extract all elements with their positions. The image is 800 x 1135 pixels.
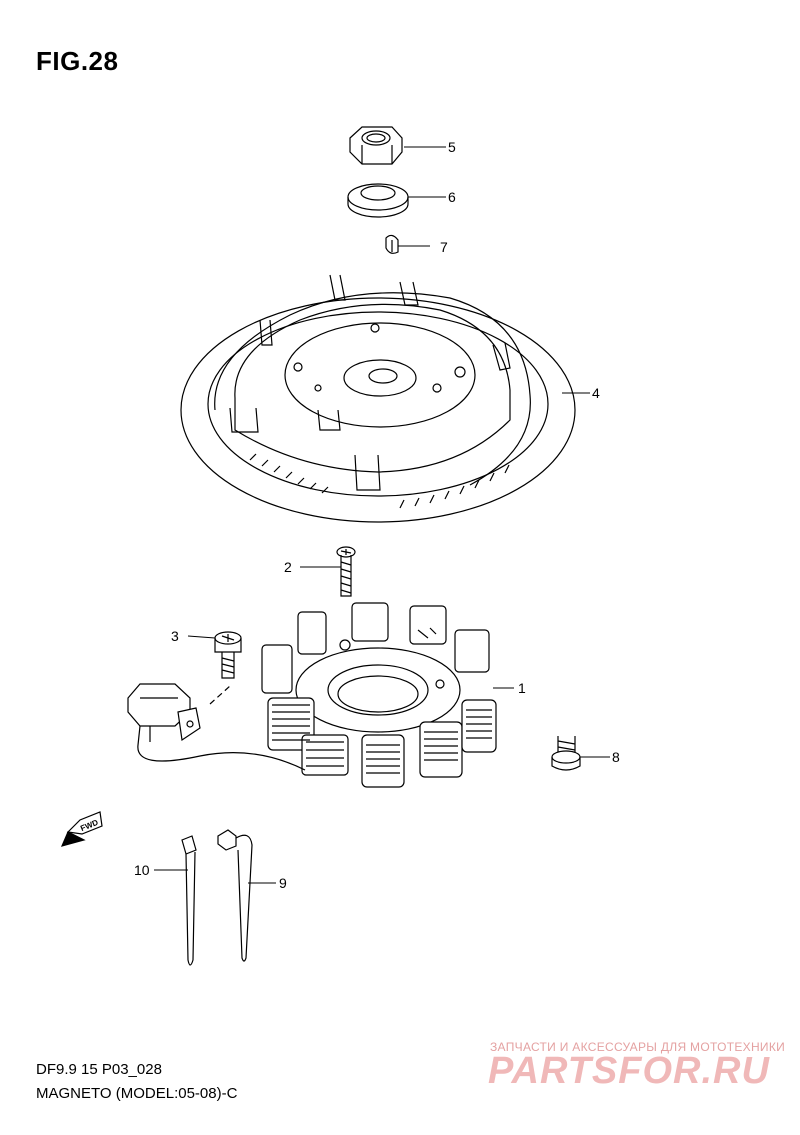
figure-caption: MAGNETO (MODEL:05-08)-C [36, 1085, 238, 1102]
leader-lines [154, 146, 610, 884]
callout-4: 4 [592, 385, 600, 401]
part-flywheel[interactable] [180, 274, 576, 523]
part-screw[interactable] [336, 546, 356, 597]
part-bolt-8[interactable] [551, 736, 581, 771]
part-key[interactable] [385, 234, 399, 254]
callout-6: 6 [448, 189, 456, 205]
callout-labels: 5 6 7 4 2 3 1 8 10 9 FWD [79, 139, 620, 891]
watermark-logo: PARTSFOR.RU [488, 1050, 770, 1092]
model-code: DF9.9 15 P03_028 [36, 1061, 162, 1078]
part-flange-bolt[interactable] [214, 631, 242, 679]
part-nut[interactable] [349, 126, 403, 165]
callout-9: 9 [279, 875, 287, 891]
part-washer[interactable] [347, 183, 409, 218]
callout-7: 7 [440, 239, 448, 255]
callout-2: 2 [284, 559, 292, 575]
callout-8: 8 [612, 749, 620, 765]
callout-3: 3 [171, 628, 179, 644]
part-cable-tie-9[interactable] [217, 829, 253, 962]
part-stator[interactable] [261, 602, 497, 788]
callout-1: 1 [518, 680, 526, 696]
part-cable-tie-10[interactable] [181, 835, 197, 966]
callout-10: 10 [134, 862, 150, 878]
callout-5: 5 [448, 139, 456, 155]
part-pulser-coil-harness[interactable] [127, 683, 306, 771]
watermark-tagline: ЗАПЧАСТИ И АКСЕССУАРЫ ДЛЯ МОТОТЕХНИКИ [490, 1040, 786, 1054]
fwd-arrow-icon [60, 811, 103, 847]
figure-title: FIG.28 [36, 46, 119, 76]
